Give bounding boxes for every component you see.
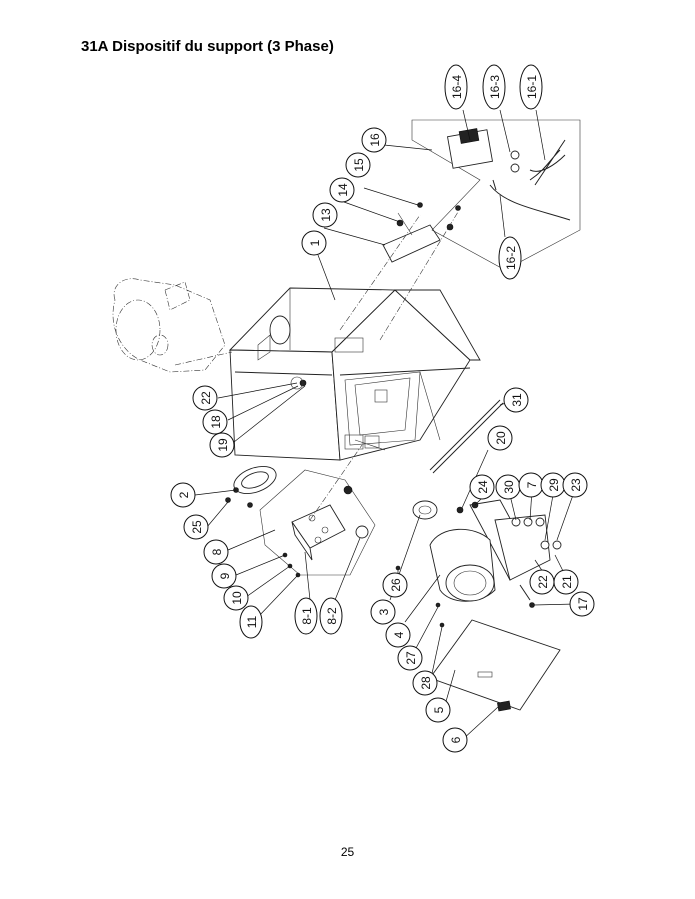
callout-28: 28 — [412, 670, 438, 696]
callout-16-4: 16-4 — [444, 64, 468, 110]
switch-box-group — [259, 444, 376, 578]
svg-text:18: 18 — [209, 415, 223, 429]
svg-text:8: 8 — [210, 548, 224, 555]
callout-15: 15 — [345, 152, 371, 178]
svg-text:14: 14 — [336, 183, 350, 197]
callout-4: 4 — [385, 622, 411, 648]
motor — [395, 500, 496, 602]
callout-9: 9 — [211, 563, 237, 589]
svg-text:23: 23 — [569, 478, 583, 492]
callout-6: 6 — [442, 727, 468, 753]
svg-text:16-1: 16-1 — [525, 75, 539, 99]
svg-text:9: 9 — [218, 572, 232, 579]
callout-30: 30 — [495, 474, 521, 500]
callout-22-top: 22 — [192, 385, 218, 411]
callout-1: 1 — [301, 230, 327, 256]
callout-17: 17 — [569, 591, 595, 617]
nozzle-ring — [225, 465, 277, 508]
callout-2: 2 — [170, 482, 196, 508]
callout-11: 11 — [239, 605, 263, 639]
callout-24: 24 — [469, 474, 495, 500]
svg-text:25: 25 — [190, 520, 204, 534]
svg-text:16: 16 — [368, 133, 382, 147]
blower-housing — [112, 278, 233, 373]
callout-31: 31 — [503, 387, 529, 413]
page-number: 25 — [340, 845, 355, 859]
callout-10: 10 — [223, 585, 249, 611]
callout-27: 27 — [397, 645, 423, 671]
cabinet-body — [228, 287, 481, 461]
svg-text:26: 26 — [389, 578, 403, 592]
svg-text:10: 10 — [230, 591, 244, 605]
svg-text:13: 13 — [319, 208, 333, 222]
svg-text:1: 1 — [308, 239, 322, 246]
svg-text:30: 30 — [502, 480, 516, 494]
strip-31 — [429, 399, 504, 474]
callout-16-2: 16-2 — [498, 236, 522, 280]
callout-16: 16 — [361, 127, 387, 153]
svg-text:29: 29 — [547, 478, 561, 492]
svg-text:5: 5 — [432, 706, 446, 713]
svg-text:3: 3 — [377, 608, 391, 615]
svg-text:22: 22 — [536, 575, 550, 589]
callout-26: 26 — [382, 572, 408, 598]
callout-7: 7 — [518, 472, 544, 498]
page-title: 31A Dispositif du support (3 Phase) — [81, 38, 334, 55]
svg-text:19: 19 — [216, 438, 230, 452]
callout-18: 18 — [202, 409, 228, 435]
motor-bracket — [456, 499, 562, 608]
callout-21: 21 — [553, 569, 579, 595]
electrical-box-group — [411, 119, 581, 271]
svg-text:6: 6 — [449, 736, 463, 743]
callout-29: 29 — [540, 472, 566, 498]
svg-text:4: 4 — [392, 631, 406, 638]
callout-5: 5 — [425, 697, 451, 723]
callout-8-2: 8-2 — [319, 597, 343, 635]
svg-text:16-4: 16-4 — [450, 75, 464, 99]
svg-text:15: 15 — [352, 158, 366, 172]
callout-22-bottom: 22 — [529, 569, 555, 595]
callout-23: 23 — [562, 472, 588, 498]
svg-text:11: 11 — [245, 615, 259, 628]
callout-19: 19 — [209, 432, 235, 458]
callout-3: 3 — [370, 599, 396, 625]
svg-text:16-3: 16-3 — [488, 75, 502, 99]
cover-plate — [429, 602, 561, 712]
callout-8: 8 — [203, 539, 229, 565]
callout-16-3: 16-3 — [482, 64, 506, 110]
svg-text:20: 20 — [494, 431, 508, 445]
svg-text:31: 31 — [510, 393, 524, 407]
callout-20: 20 — [487, 425, 513, 451]
svg-text:27: 27 — [404, 651, 418, 665]
callout-16-1: 16-1 — [519, 64, 543, 110]
callout-14: 14 — [329, 177, 355, 203]
callout-25: 25 — [183, 514, 209, 540]
svg-text:8-2: 8-2 — [325, 607, 339, 625]
svg-text:21: 21 — [560, 575, 574, 589]
svg-text:22: 22 — [199, 391, 213, 405]
svg-text:17: 17 — [576, 597, 590, 611]
callout-13: 13 — [312, 202, 338, 228]
svg-text:8-1: 8-1 — [300, 607, 314, 625]
svg-text:28: 28 — [419, 676, 433, 690]
svg-text:24: 24 — [476, 480, 490, 494]
svg-text:7: 7 — [525, 481, 539, 488]
callout-8-1: 8-1 — [294, 597, 318, 635]
svg-text:16-2: 16-2 — [504, 246, 518, 270]
svg-text:2: 2 — [177, 491, 191, 498]
